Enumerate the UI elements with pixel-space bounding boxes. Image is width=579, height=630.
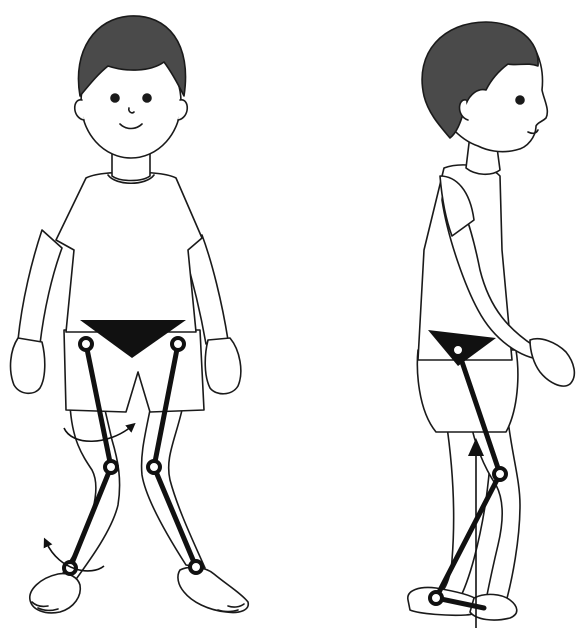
front-right-leg xyxy=(142,410,205,568)
side-view-figure xyxy=(408,22,575,620)
front-right-knee-joint xyxy=(148,461,160,473)
front-right-hand xyxy=(205,338,241,394)
front-left-eye xyxy=(111,94,119,102)
front-left-knee-joint xyxy=(105,461,117,473)
front-shirt xyxy=(56,172,202,332)
side-eye xyxy=(516,96,524,104)
front-left-arm xyxy=(18,230,62,344)
front-right-foot xyxy=(178,567,248,612)
side-hand xyxy=(530,339,574,386)
front-view-figure xyxy=(11,16,249,613)
front-left-leg xyxy=(60,405,120,582)
side-knee-joint xyxy=(494,468,506,480)
front-left-foot xyxy=(30,574,81,613)
front-left-hand xyxy=(11,338,45,393)
front-right-eye xyxy=(143,94,151,102)
front-right-ankle-joint xyxy=(190,561,202,573)
side-shorts xyxy=(417,350,517,432)
front-right-hip-joint xyxy=(172,338,184,350)
side-ankle-joint xyxy=(430,592,442,604)
front-left-hip-joint xyxy=(80,338,92,350)
side-hip-joint xyxy=(452,344,464,356)
